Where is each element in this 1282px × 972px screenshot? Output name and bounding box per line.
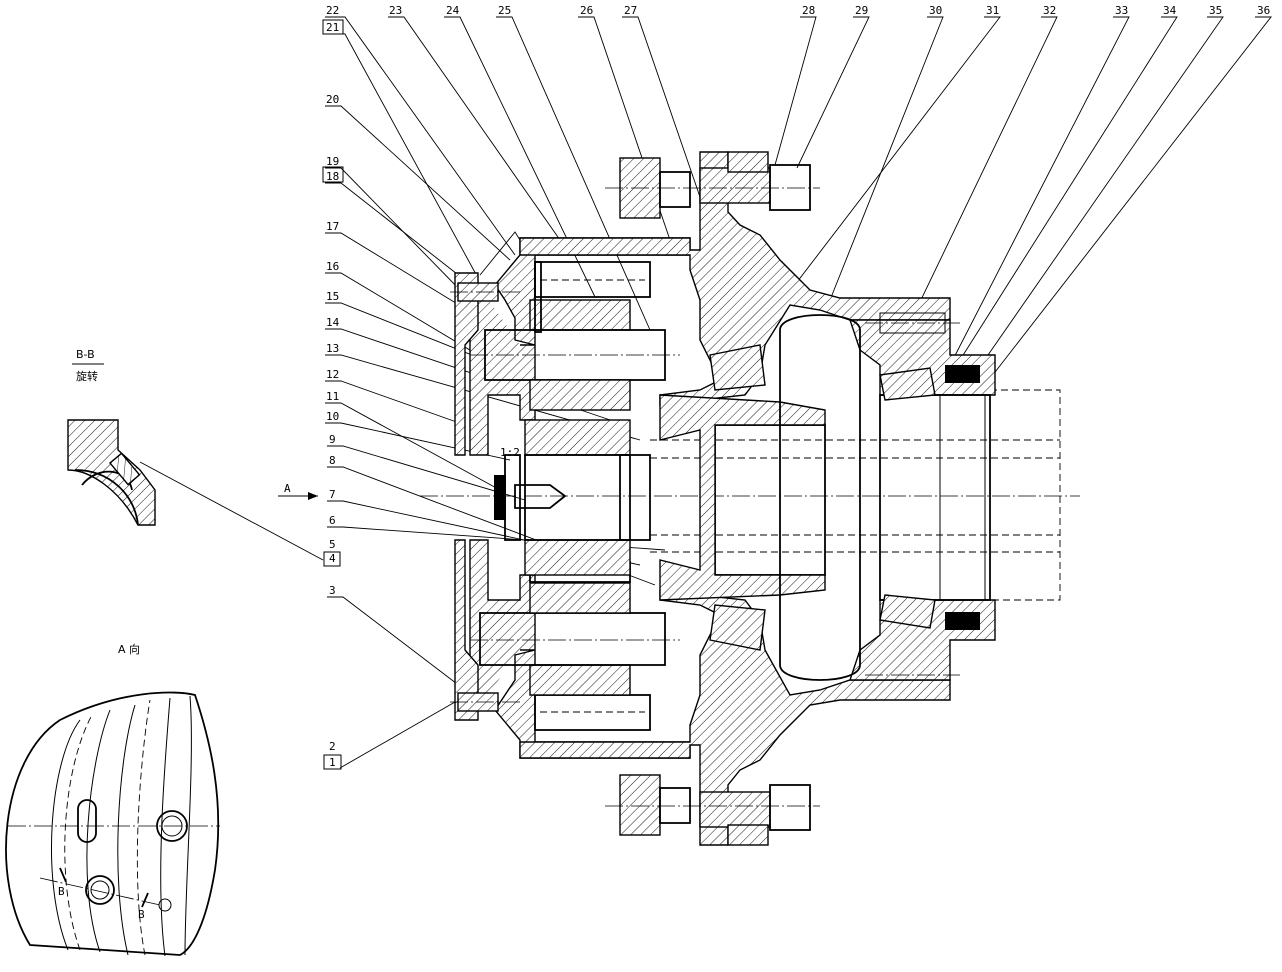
part-label-30: 30 <box>929 4 942 17</box>
section-subtitle: 旋转 <box>76 369 98 383</box>
part-label-4: 4 <box>329 552 336 565</box>
part-label-12: 12 <box>326 368 339 381</box>
view-arrow-label: A <box>284 482 291 495</box>
part-label-21: 21 <box>326 21 339 34</box>
part-label-20: 20 <box>326 93 339 106</box>
part-label-5: 5 <box>329 538 336 551</box>
main-section-view: 1:2 <box>420 151 1080 846</box>
part-label-13: 13 <box>326 342 339 355</box>
left-leader-lines <box>325 105 666 769</box>
part-label-14: 14 <box>326 316 340 329</box>
part-label-32: 32 <box>1043 4 1056 17</box>
part-label-26: 26 <box>580 4 593 17</box>
part-label-31: 31 <box>986 4 999 17</box>
part-label-6: 6 <box>329 514 336 527</box>
section-title: B-B <box>76 348 95 361</box>
sun-gear <box>494 419 651 576</box>
part-label-2: 2 <box>329 740 336 753</box>
part-label-15: 15 <box>326 290 339 303</box>
top-part-labels: 22 21 23 24 25 26 27 28 29 30 31 32 33 3… <box>322 4 1270 35</box>
left-part-labels: 20 19 18 17 16 15 14 13 12 11 10 9 8 7 6… <box>322 93 344 770</box>
part-label-17: 17 <box>326 220 339 233</box>
section-marker-2: B <box>138 908 145 921</box>
part-label-35: 35 <box>1209 4 1222 17</box>
top-bolt <box>605 157 820 219</box>
part-label-18: 18 <box>326 170 339 183</box>
view-title: A 向 <box>118 642 140 656</box>
view-arrow-a: A <box>278 482 318 500</box>
section-marker-1: B <box>58 885 65 898</box>
part-label-10: 10 <box>326 410 339 423</box>
part-label-16: 16 <box>326 260 339 273</box>
part-label-1: 1 <box>329 756 336 769</box>
part-label-33: 33 <box>1115 4 1128 17</box>
view-a: A 向 B B <box>5 642 220 957</box>
part-label-36: 36 <box>1257 4 1270 17</box>
part-label-29: 29 <box>855 4 868 17</box>
part-label-9: 9 <box>329 433 336 446</box>
part-label-11: 11 <box>326 390 339 403</box>
upper-planet-assembly <box>470 261 680 411</box>
output-shaft <box>650 389 1061 601</box>
part-label-23: 23 <box>389 4 402 17</box>
part-label-27: 27 <box>624 4 637 17</box>
section-b-b: B-B 旋转 <box>67 348 324 561</box>
detail-label: 1:2 <box>500 446 520 459</box>
part-label-7: 7 <box>329 488 336 501</box>
part-label-25: 25 <box>498 4 511 17</box>
top-leader-lines <box>325 16 1272 386</box>
hub-right <box>709 312 996 681</box>
part-label-28: 28 <box>802 4 815 17</box>
part-label-19: 19 <box>326 155 339 168</box>
bottom-bolt <box>605 774 820 846</box>
part-label-24: 24 <box>446 4 460 17</box>
part-label-3: 3 <box>329 584 336 597</box>
part-label-22: 22 <box>326 4 339 17</box>
part-label-34: 34 <box>1163 4 1177 17</box>
part-label-8: 8 <box>329 454 336 467</box>
